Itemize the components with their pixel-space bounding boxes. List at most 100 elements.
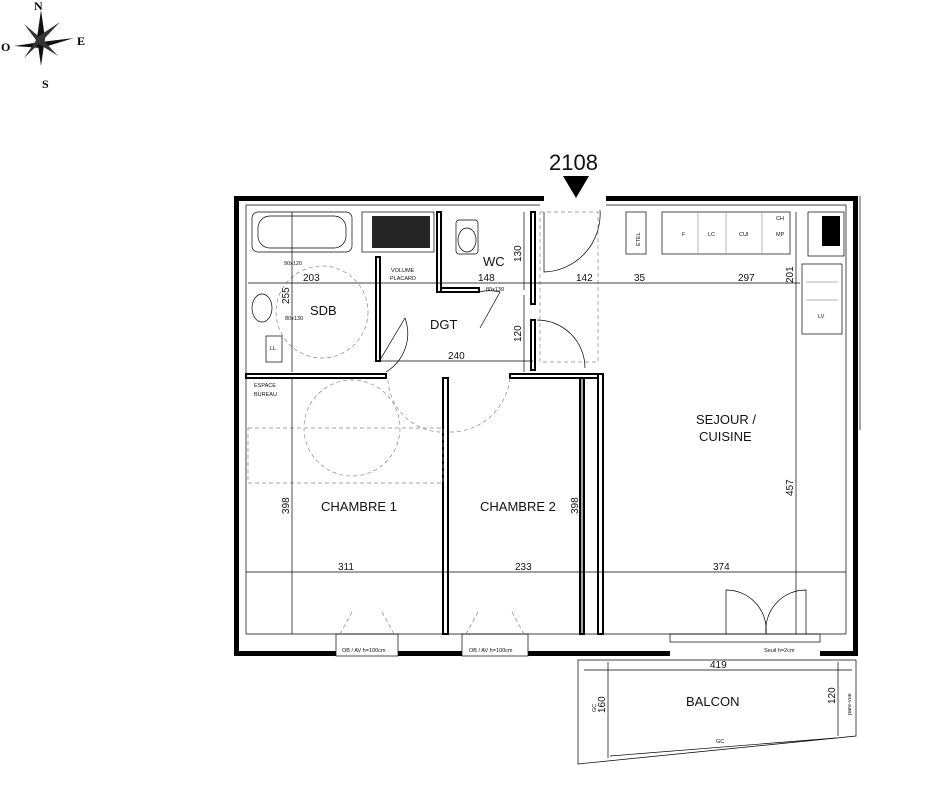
wall-placard-wc — [436, 211, 442, 293]
volume-placard-label-2: PLACARD — [390, 276, 416, 282]
balcony-outline — [577, 659, 857, 765]
dim-311: 311 — [338, 562, 354, 573]
wall-top-right — [606, 196, 858, 201]
etel-label: ETEL — [636, 232, 642, 246]
room-sejour-label-2: CUISINE — [699, 429, 752, 444]
mp-label: MP — [776, 232, 785, 238]
door-balcony-right — [765, 589, 807, 635]
room-chambre2-label: CHAMBRE 2 — [480, 499, 556, 514]
pare-vue-label: pare-vue — [847, 693, 853, 715]
window-chambre1 — [335, 633, 399, 657]
room-chambre1-label: CHAMBRE 1 — [321, 499, 397, 514]
turning-zone-dgt — [539, 211, 599, 363]
sink-icon — [251, 293, 273, 323]
dim-201: 201 — [785, 266, 796, 283]
wc-bowl-icon — [457, 227, 477, 253]
room-sejour-label-1: SEJOUR / — [696, 412, 756, 427]
kitchen-cabinet-etel — [625, 211, 647, 255]
door-placard-swing — [536, 319, 586, 369]
dimension-lines — [246, 212, 846, 634]
dim-148: 148 — [478, 273, 495, 284]
wall-sdb-dgt — [375, 256, 381, 362]
sink-unit-lv — [801, 263, 843, 335]
compass-south-label: S — [42, 77, 49, 91]
entry-arrow-icon — [563, 176, 589, 198]
dim-233: 233 — [515, 562, 532, 573]
shower-size-label: 90x120 — [284, 261, 302, 267]
wall-bottom-1 — [234, 651, 336, 656]
wall-dgt-right — [530, 319, 536, 371]
espace-bureau-label-2: BUREAU — [254, 392, 277, 398]
room-balcon-label: BALCON — [686, 694, 739, 709]
wall-sejour-left — [597, 373, 604, 635]
door-sdb-swing — [379, 317, 409, 373]
oven-shade — [822, 216, 840, 246]
door-wc-swing — [478, 290, 501, 329]
compass-rose: N E S O — [1, 0, 85, 91]
wall-chambre-top — [509, 373, 601, 379]
window-chambre2-swing — [465, 611, 525, 635]
fridge-label: F — [682, 232, 686, 238]
dim-457: 457 — [785, 479, 796, 496]
wall-left — [234, 196, 239, 656]
doors — [379, 209, 807, 635]
window-chambre2 — [461, 633, 529, 657]
wall-chambre-divider — [442, 377, 449, 635]
compass-east-label: E — [77, 34, 85, 48]
dim-120-balcon: 120 — [827, 687, 838, 704]
dim-240: 240 — [448, 351, 465, 362]
dim-203: 203 — [303, 273, 320, 284]
washing-machine-icon — [265, 335, 283, 363]
compass-north-label: N — [34, 0, 43, 13]
volume-placard-label-1: VOLUME — [391, 268, 415, 274]
unit-number: 2108 — [549, 150, 598, 175]
compass-star-diag2 — [24, 22, 60, 58]
wall-right — [853, 196, 858, 656]
windows — [335, 611, 821, 657]
kitchen-fixtures: ETEL F LC CUI CH MP LV — [625, 211, 845, 335]
dim-120-dgt: 120 — [513, 325, 524, 342]
window-chambre1-swing — [339, 611, 395, 635]
wall-bottom-2 — [398, 651, 462, 656]
window-chambre2-label: OB / AV h=100cm — [469, 648, 513, 654]
door-balcony-left — [725, 589, 767, 635]
room-sdb-label: SDB — [310, 303, 337, 318]
dim-297: 297 — [738, 273, 755, 284]
wall-wc-right — [530, 211, 536, 305]
exterior-walls — [234, 196, 861, 656]
dim-142: 142 — [576, 273, 593, 284]
gc-bottom-label: GC — [716, 739, 724, 745]
bathtub — [251, 211, 353, 253]
dim-398-left: 398 — [281, 497, 292, 514]
balcony-gc-line — [609, 737, 837, 757]
dim-255: 255 — [281, 287, 292, 304]
room-dgt-label: DGT — [430, 317, 458, 332]
espace-bureau-label-1: ESPACE — [254, 383, 276, 389]
bathroom-fixtures: 90x120 LL 80x130 — [251, 211, 479, 363]
dim-130: 130 — [513, 245, 524, 262]
door-entry-swing — [543, 209, 601, 273]
window-chambre1-label: OB / AV h=100cm — [342, 648, 386, 654]
dgt-turn-size-label: 80x130 — [486, 287, 504, 293]
dishwasher-label: LC — [708, 232, 715, 238]
dim-398-right: 398 — [570, 497, 581, 514]
interior-walls — [245, 211, 604, 635]
lv-label: LV — [818, 314, 825, 320]
bathtub-inner — [257, 215, 347, 249]
ch-label: CH — [776, 216, 784, 222]
dim-35: 35 — [634, 273, 646, 284]
wc-bowl-base — [455, 219, 479, 255]
balcony — [577, 659, 857, 765]
oven-unit — [807, 211, 845, 257]
gc-left-label: GC — [592, 704, 598, 712]
door-chambre2-swing — [449, 377, 511, 433]
dim-160: 160 — [597, 696, 608, 713]
wall-sdb-bottom — [245, 373, 387, 379]
room-wc-label: WC — [483, 254, 505, 269]
compass-west-label: O — [1, 40, 10, 54]
dim-419: 419 — [710, 660, 727, 671]
ll-label: LL — [270, 346, 276, 352]
door-chambre1-swing — [387, 379, 441, 433]
wall-top-left — [234, 196, 544, 201]
